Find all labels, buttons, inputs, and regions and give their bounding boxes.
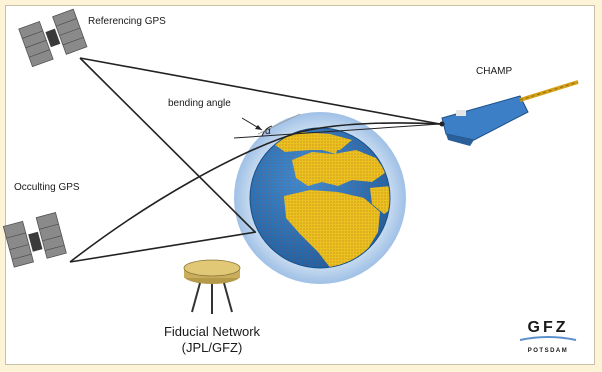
bending-angle-marker xyxy=(241,113,301,137)
bending-angle-label: bending angle xyxy=(168,98,231,109)
earth-globe xyxy=(234,112,406,284)
gfz-logo-text: GFZ xyxy=(528,319,569,336)
referencing-signal-to-champ xyxy=(79,57,441,125)
occulting-signal-lower xyxy=(69,231,257,263)
fiducial-network-sublabel: (JPL/GFZ) xyxy=(182,340,243,355)
champ-label: CHAMP xyxy=(476,66,512,77)
earth-landmasses xyxy=(250,128,390,268)
signal-paths xyxy=(69,57,441,263)
referencing-signal-to-ground xyxy=(79,57,256,233)
fiducial-network-label: Fiducial Network xyxy=(164,324,261,339)
occulting-gps-satellite xyxy=(2,212,67,268)
referencing-gps-satellite xyxy=(18,8,88,68)
fiducial-antenna xyxy=(183,259,241,314)
ray-extension xyxy=(233,123,441,139)
gfz-logo: GFZ POTSDAM xyxy=(519,319,577,354)
alpha-symbol: α xyxy=(265,126,271,137)
occulting-signal-bent-ray xyxy=(69,122,441,263)
gfz-logo-subtext: POTSDAM xyxy=(528,348,569,354)
occulting-gps-label: Occulting GPS xyxy=(14,182,80,193)
champ-satellite xyxy=(439,80,579,146)
referencing-gps-label: Referencing GPS xyxy=(88,16,166,27)
